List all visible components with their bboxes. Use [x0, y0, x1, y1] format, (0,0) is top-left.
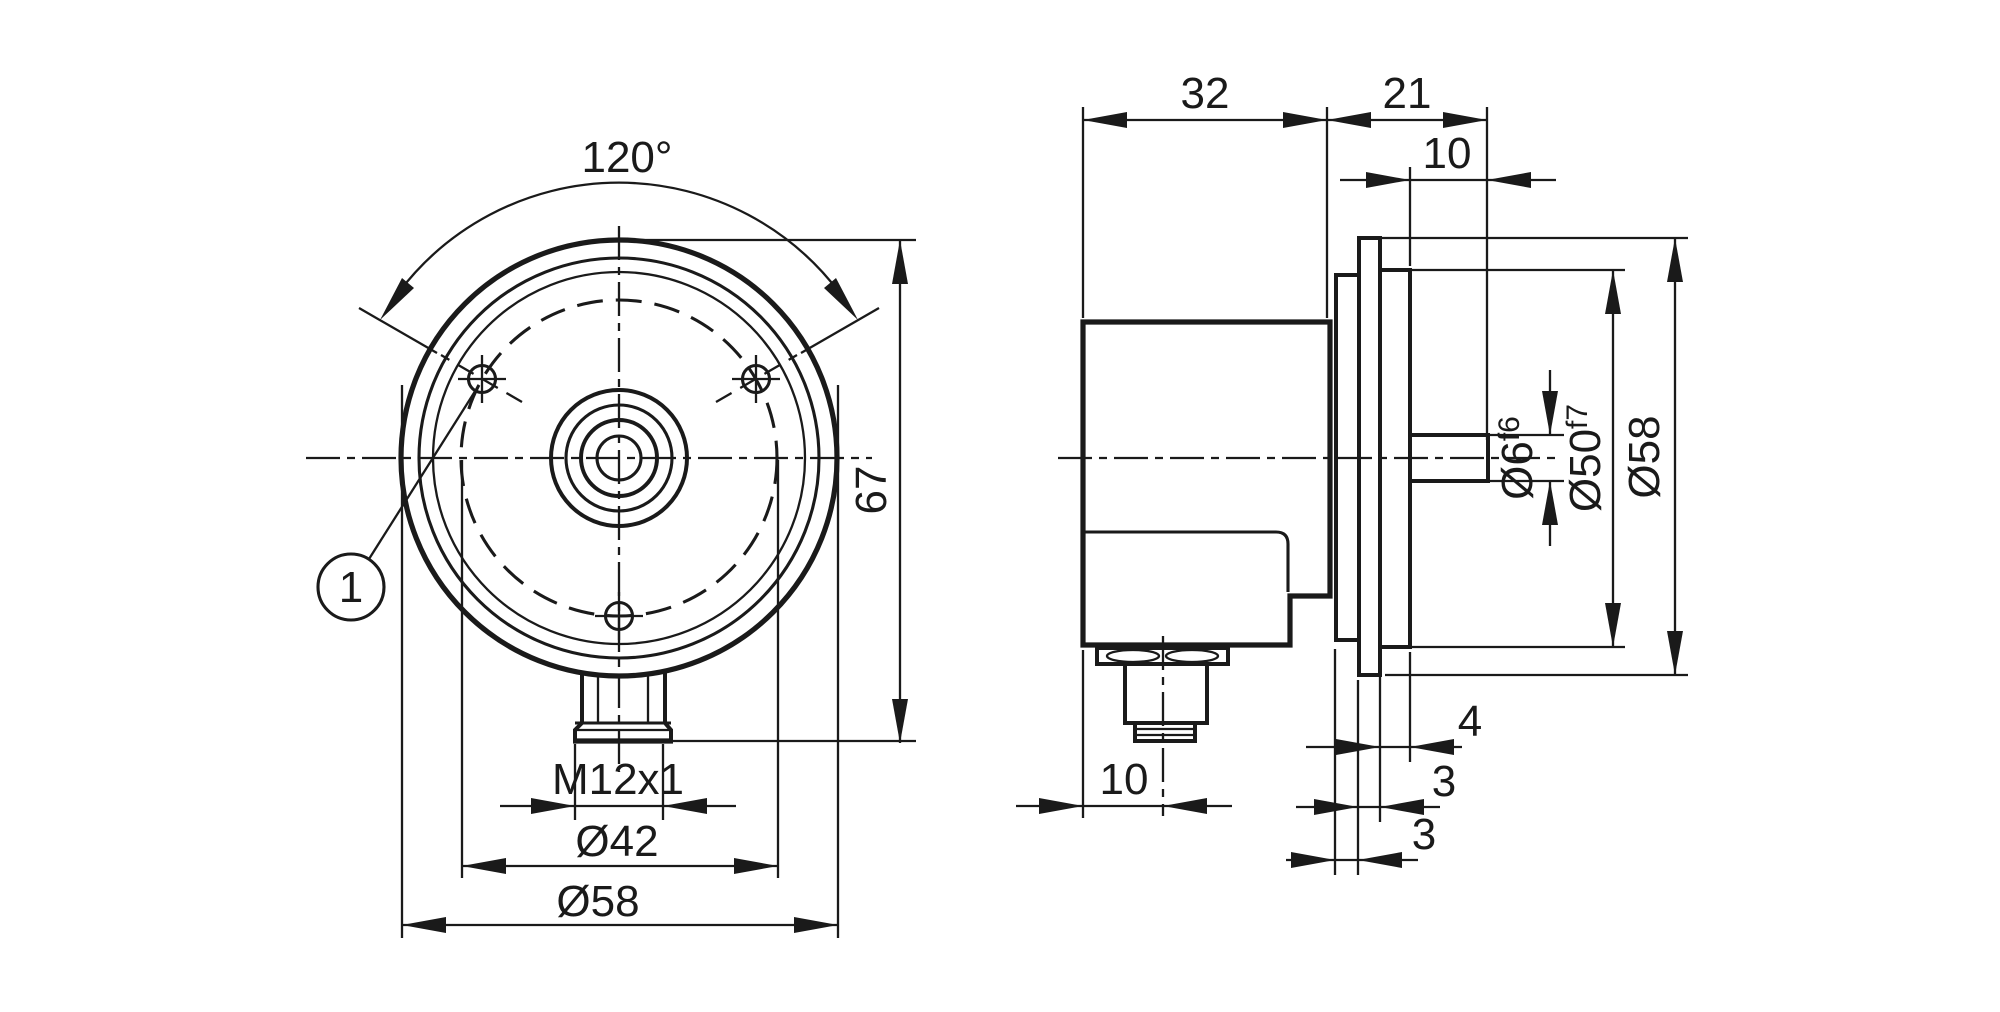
connector-thread-label: M12x1 — [552, 755, 684, 804]
screw-hole-bottom — [595, 592, 643, 640]
dim-housing-depth: 32 — [1081, 69, 1329, 318]
side-shaft — [1408, 433, 1490, 483]
dim-shaft-dia: Ø6f6 — [1490, 370, 1564, 546]
dim-connector-thread: M12x1 — [500, 744, 736, 820]
front-view: 1 120° 67 M12x1 — [306, 133, 916, 938]
balloon-label: 1 — [339, 563, 363, 612]
mount-angle-label: 120° — [581, 133, 672, 182]
side-housing — [1080, 319, 1333, 648]
shaft-length-label: 10 — [1423, 129, 1472, 178]
screw-hole-top-right — [715, 354, 798, 403]
ring-width-label: 3 — [1432, 757, 1456, 806]
dim-shaft-length: 10 — [1340, 129, 1556, 266]
collar-dia-label: Ø50f7 — [1561, 404, 1610, 512]
dim-flange-dia: Ø58 — [1382, 236, 1688, 677]
dim-flange-depth: 21 — [1327, 69, 1489, 440]
dim-connector-offset: 10 — [1016, 650, 1232, 818]
plate-width-label: 3 — [1412, 810, 1436, 859]
balloon-callout: 1 — [316, 384, 480, 622]
screw-hole-top-left — [440, 354, 523, 403]
dim-collar-width: 4 — [1306, 652, 1482, 822]
bolt-circle-label: Ø42 — [575, 817, 658, 866]
dim-mount-angle: 120° — [358, 133, 880, 354]
housing-depth-label: 32 — [1181, 69, 1230, 118]
dim-outer-dia: Ø58 — [400, 385, 840, 938]
overall-height-label: 67 — [847, 466, 896, 515]
front-connector — [573, 669, 673, 744]
side-flange — [1334, 236, 1412, 677]
outer-dia-label: Ø58 — [556, 877, 639, 926]
collar-width-label: 4 — [1458, 697, 1482, 746]
balloon-leader — [368, 384, 480, 560]
flange-depth-label: 21 — [1383, 69, 1432, 118]
side-connector — [1095, 646, 1230, 743]
side-view: 32 21 10 Ø6f6 — [1016, 69, 1688, 875]
connector-offset-label: 10 — [1100, 755, 1149, 804]
dim-plate-width: 3 — [1286, 649, 1436, 875]
dim-collar-dia: Ø50f7 — [1412, 268, 1625, 649]
shaft-dia-label: Ø6f6 — [1493, 416, 1542, 500]
flange-dia-label: Ø58 — [1620, 415, 1669, 498]
dim-overall-height: 67 — [622, 238, 916, 743]
dim-bolt-circle: Ø42 — [460, 460, 780, 878]
